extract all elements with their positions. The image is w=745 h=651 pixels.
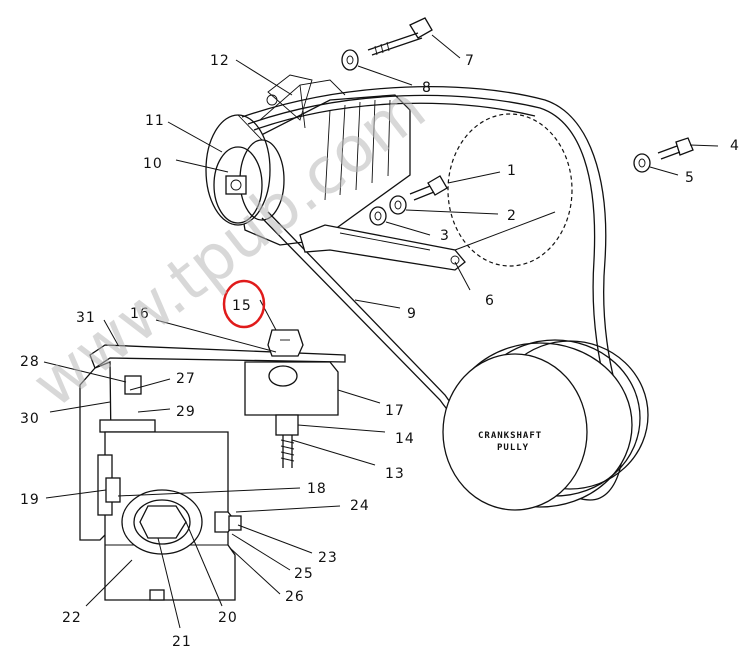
callout-19: 19 [20,492,40,508]
callout-29: 29 [176,404,196,420]
callout-23: 23 [318,550,338,566]
callout-6: 6 [485,293,495,309]
leader-lines [43,34,719,629]
callout-8: 8 [422,80,432,96]
callout-25: 25 [294,566,314,582]
fan-pulley-outline [447,113,573,267]
highlight-circle [222,279,266,329]
pulley-label-line2: PULLY [497,443,529,453]
callout-7: 7 [465,53,475,69]
pulley-label-line1: CRANKSHAFT [478,431,542,441]
callout-18: 18 [307,481,327,497]
callout-16: 16 [130,306,150,322]
callout-10: 10 [143,156,163,172]
callout-15: 15 [232,298,252,314]
callout-2: 2 [507,208,517,224]
crankshaft-pulley: CRANKSHAFT PULLY [442,339,649,511]
adjusting-bracket [299,224,466,271]
callout-26: 26 [285,589,305,605]
callout-numbers: 1 2 3 4 5 6 7 8 9 10 11 12 13 14 15 16 1… [20,53,740,650]
mounting-assembly [79,329,346,601]
callout-1: 1 [507,163,517,179]
callout-21: 21 [172,634,192,650]
callout-13: 13 [385,466,405,482]
callout-12: 12 [210,53,230,69]
callout-11: 11 [145,113,165,129]
callout-31: 31 [76,310,96,326]
callout-9: 9 [407,306,417,322]
callout-30: 30 [20,411,40,427]
callout-27: 27 [176,371,196,387]
callout-4: 4 [730,138,740,154]
callout-20: 20 [218,610,238,626]
callout-14: 14 [395,431,415,447]
callout-24: 24 [350,498,370,514]
callout-5: 5 [685,170,695,186]
alternator [205,74,411,246]
callout-17: 17 [385,403,405,419]
callout-28: 28 [20,354,40,370]
callout-22: 22 [62,610,82,626]
hardware-top [341,17,694,226]
callout-3: 3 [440,228,450,244]
